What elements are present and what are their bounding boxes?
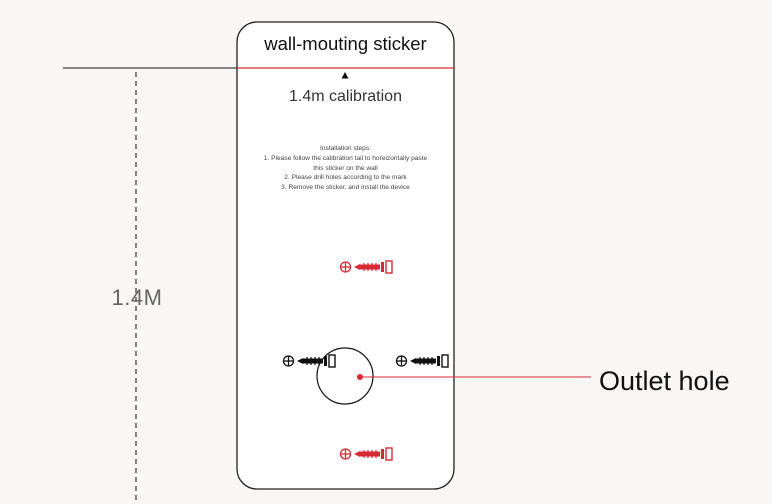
step-item: 3. Remove the sticker, and install the d… (281, 184, 410, 192)
crosshair-icon (395, 355, 408, 367)
screw-mark-bottom (339, 447, 393, 461)
screw-mark-right (395, 354, 449, 368)
screw-icon (297, 354, 336, 368)
outlet-hole-label: Outlet hole (599, 366, 730, 396)
calibration-arrow-icon (341, 72, 349, 79)
outlet-circle (316, 347, 374, 405)
screw-icon (354, 260, 393, 274)
calibration-label: 1.4m calibration (289, 88, 402, 105)
crosshair-icon (339, 448, 352, 460)
outlet-center-dot (357, 374, 363, 380)
screw-icon (354, 447, 393, 461)
screw-icon (410, 354, 449, 368)
height-label: 1.4M (111, 285, 163, 310)
sticker-outline (236, 21, 455, 490)
screw-mark-left (282, 354, 336, 368)
screw-mark-top (339, 260, 393, 274)
step-item: 1. Please follow the calibration tail to… (263, 154, 428, 172)
step-item: 2. Please drill holes according to the m… (284, 174, 407, 182)
crosshair-icon (282, 355, 295, 367)
steps-heading: Installation steps: (320, 145, 371, 152)
installation-steps: Installation steps: 1. Please follow the… (237, 144, 454, 193)
sticker-title: wall-mouting sticker (264, 33, 427, 54)
crosshair-icon (339, 261, 352, 273)
